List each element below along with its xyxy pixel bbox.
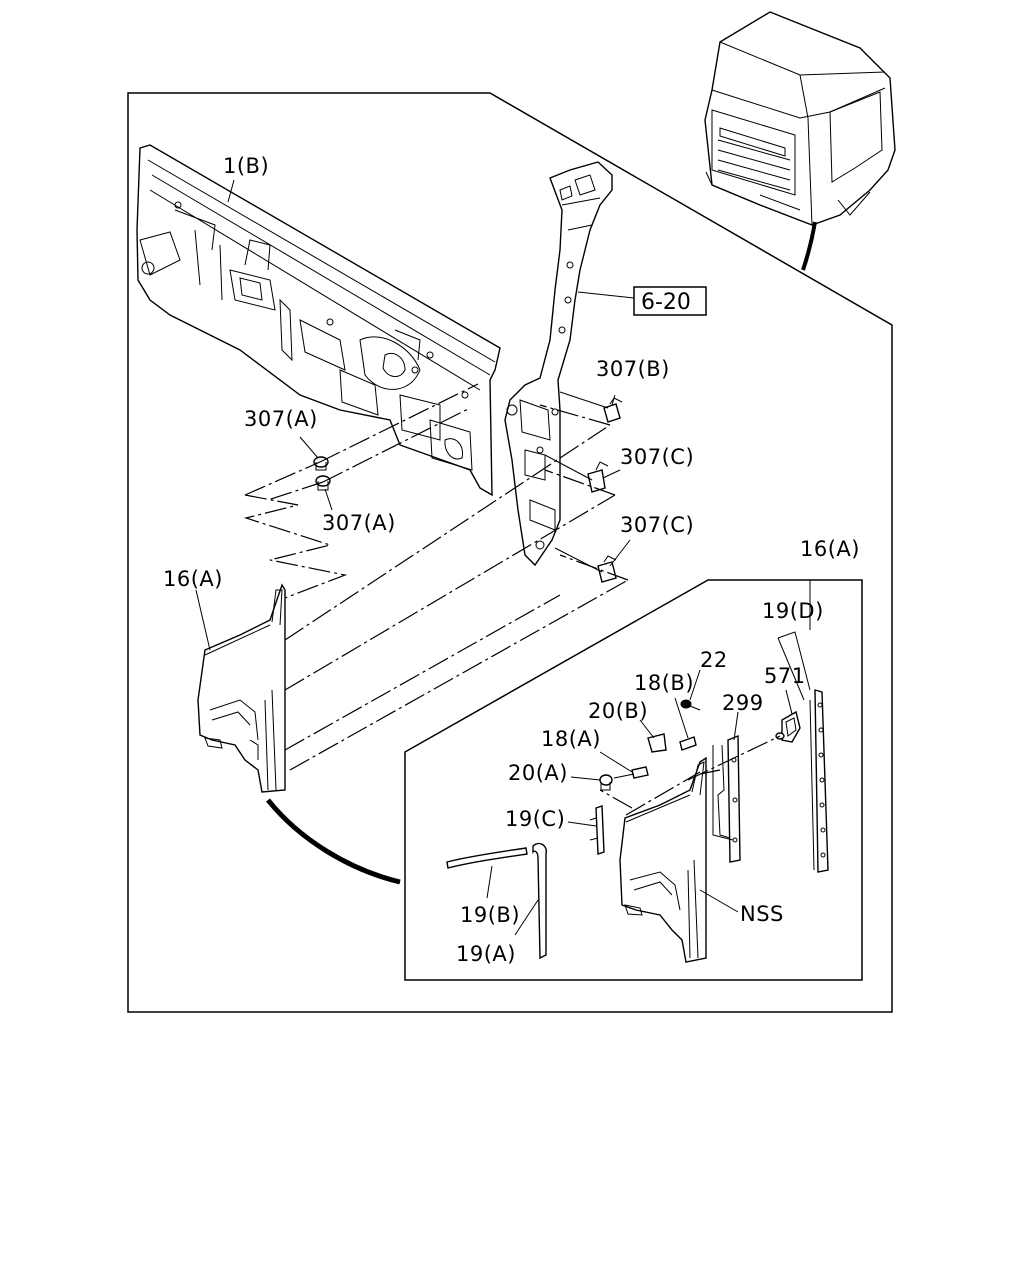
- label-19b: 19(B): [460, 903, 520, 927]
- label-16a-left: 16(A): [163, 567, 223, 591]
- bolt-22: [680, 699, 701, 711]
- label-nss: NSS: [740, 902, 784, 926]
- label-571: 571: [764, 664, 806, 688]
- label-16a-right: 16(A): [800, 537, 860, 561]
- screw-20a: [599, 774, 613, 791]
- label-307b: 307(B): [596, 357, 670, 381]
- label-299: 299: [722, 691, 764, 715]
- ref-box-6-20: [633, 286, 707, 316]
- trim-19b: [446, 847, 528, 869]
- label-19c: 19(C): [505, 807, 565, 831]
- trim-nss: [619, 756, 707, 963]
- clip-307c-lower: [597, 555, 617, 583]
- truck-cab-illustration: [704, 11, 896, 271]
- clip-18a: [631, 766, 649, 779]
- part-571: [775, 710, 801, 743]
- label-20a: 20(A): [508, 761, 568, 785]
- label-1b: 1(B): [223, 154, 269, 178]
- label-18a: 18(A): [541, 727, 601, 751]
- label-22: 22: [700, 648, 728, 672]
- label-19d: 19(D): [762, 599, 824, 623]
- dash-panel-part: [136, 144, 501, 497]
- clip-20b: [647, 733, 667, 753]
- clip-18b: [679, 736, 697, 751]
- detail-frame: [404, 579, 863, 981]
- panel-299: [717, 734, 741, 863]
- label-6-20: 6-20: [641, 290, 691, 315]
- label-19a: 19(A): [456, 942, 516, 966]
- label-307a-lower: 307(A): [322, 511, 396, 535]
- pillar-part: [504, 161, 613, 567]
- label-20b: 20(B): [588, 699, 648, 723]
- label-307c-upper: 307(C): [620, 445, 694, 469]
- strip-19c: [589, 805, 605, 855]
- label-307c-lower: 307(C): [620, 513, 694, 537]
- trim-19a: [532, 842, 547, 960]
- label-18b: 18(B): [634, 671, 694, 695]
- main-frame: [127, 92, 893, 1013]
- strip-19d: [809, 689, 829, 873]
- trim-16a-left: [197, 583, 286, 793]
- label-307a-upper: 307(A): [244, 407, 318, 431]
- clip-307c-upper: [587, 461, 609, 493]
